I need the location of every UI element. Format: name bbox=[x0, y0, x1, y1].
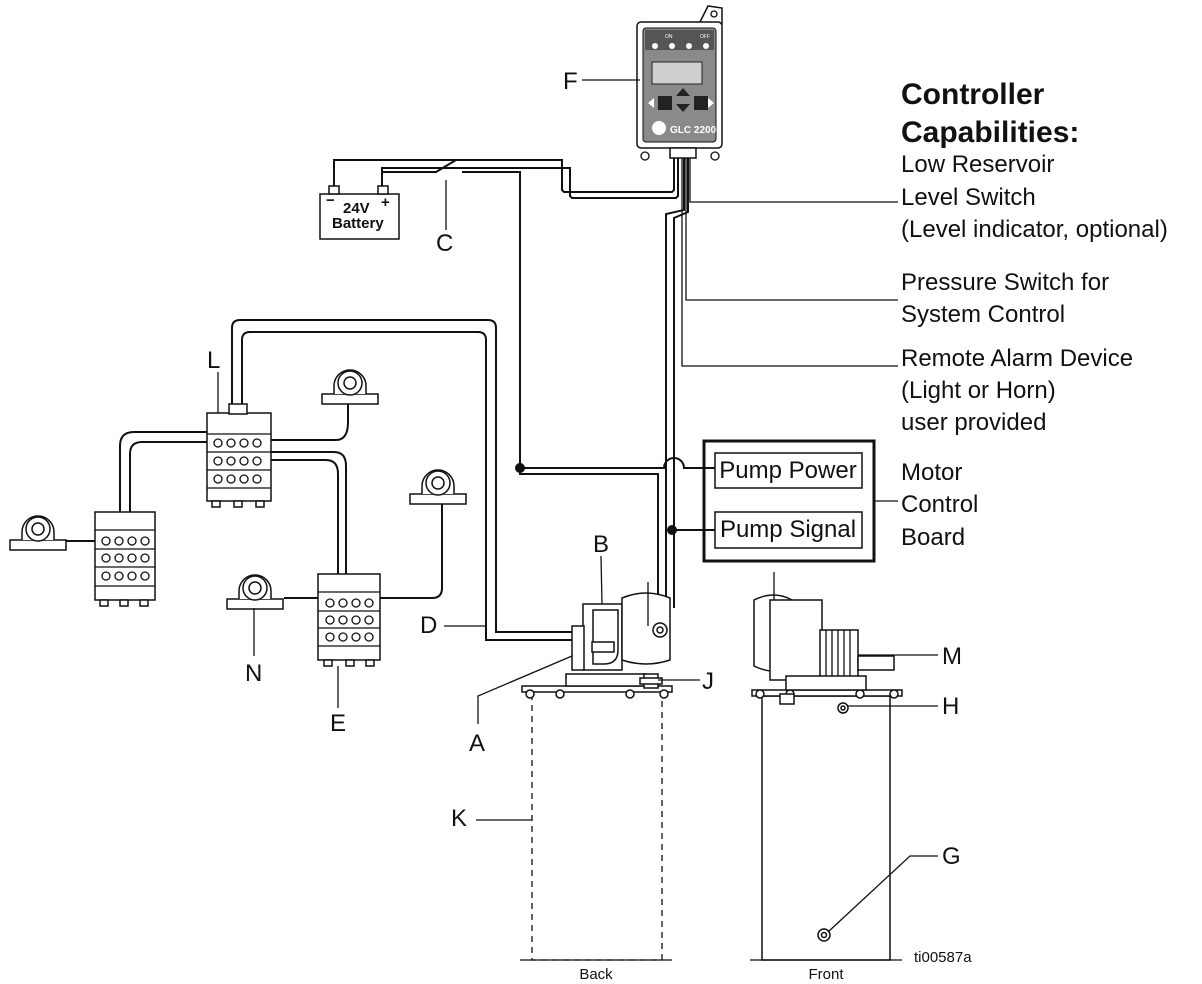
battery-24v: − + 24V Battery bbox=[319, 185, 400, 240]
label-c: C bbox=[436, 230, 453, 257]
capability-1-line-2: Level Switch bbox=[901, 184, 1036, 211]
view-label-front: Front bbox=[808, 966, 844, 983]
bearing-left bbox=[9, 515, 67, 551]
divider-valve-e bbox=[317, 573, 381, 667]
controller-key-enter bbox=[694, 96, 708, 110]
capability-3-line-3: user provided bbox=[901, 409, 1046, 436]
label-l: L bbox=[207, 347, 220, 374]
reservoir-back bbox=[531, 687, 663, 961]
label-k: K bbox=[451, 805, 467, 832]
power-switch-c bbox=[382, 159, 659, 608]
label-m: M bbox=[942, 643, 962, 670]
controller-capabilities: Controller Capabilities: Low Reservoir L… bbox=[901, 78, 1168, 436]
label-d: D bbox=[420, 612, 437, 639]
label-j: J bbox=[702, 668, 714, 695]
motor-control-board: Pump Power Pump Signal bbox=[515, 439, 898, 563]
battery-voltage: 24V bbox=[343, 200, 370, 217]
capability-2-line-2: System Control bbox=[901, 301, 1065, 328]
pump-power-box bbox=[714, 452, 863, 489]
capability-1-line-1: Low Reservoir bbox=[901, 151, 1054, 178]
battery-minus: − bbox=[326, 192, 335, 209]
capability-1-line-3: (Level indicator, optional) bbox=[901, 216, 1168, 243]
capabilities-heading-1: Controller bbox=[901, 78, 1045, 111]
label-b: B bbox=[593, 531, 609, 558]
capability-3-line-2: (Light or Horn) bbox=[901, 377, 1056, 404]
motor-board-title: Motor Control Board bbox=[901, 459, 978, 551]
divider-valve-left bbox=[66, 511, 156, 607]
controller-display bbox=[651, 61, 703, 85]
pump-power-label: Pump Power bbox=[719, 457, 856, 484]
pump-signal-label: Pump Signal bbox=[720, 516, 856, 543]
label-a: A bbox=[469, 730, 485, 757]
pump-front bbox=[750, 572, 903, 961]
bearing-right bbox=[409, 469, 467, 505]
capability-2-line-1: Pressure Switch for bbox=[901, 269, 1109, 296]
motor-board-title-1: Motor bbox=[901, 459, 962, 486]
motor-board-title-2: Control bbox=[901, 491, 978, 518]
callout-leaders bbox=[217, 79, 938, 933]
label-e: E bbox=[330, 710, 346, 737]
controller-key-cancel bbox=[658, 96, 672, 110]
figure-id: ti00587a bbox=[914, 949, 972, 966]
bearing-top bbox=[321, 369, 379, 405]
controller-key-up bbox=[676, 88, 690, 96]
battery-plus: + bbox=[381, 194, 390, 211]
controller-cables bbox=[333, 158, 898, 608]
letter-labels: F C L B D N E A J K M H G bbox=[207, 68, 962, 870]
junction-dot bbox=[667, 525, 677, 535]
controller-on-text: ON bbox=[665, 34, 673, 40]
label-f: F bbox=[563, 68, 578, 95]
label-h: H bbox=[942, 693, 959, 720]
lubrication-lines bbox=[119, 319, 572, 641]
reservoir-front bbox=[761, 695, 891, 961]
divider-valve-l bbox=[206, 403, 272, 508]
battery-name: Battery bbox=[332, 215, 384, 232]
pump-back bbox=[520, 582, 673, 961]
controller-off-text: OFF bbox=[700, 34, 710, 40]
controller-key-down bbox=[676, 104, 690, 112]
label-n: N bbox=[245, 660, 262, 687]
graco-logo-icon bbox=[652, 121, 666, 135]
capabilities-heading-2: Capabilities: bbox=[901, 116, 1079, 149]
motor-board-title-3: Board bbox=[901, 524, 965, 551]
view-label-back: Back bbox=[579, 966, 613, 983]
bearing-n bbox=[226, 574, 284, 610]
capability-3-line-1: Remote Alarm Device bbox=[901, 345, 1133, 372]
controller-glc2200: ON OFF GLC 2200 bbox=[636, 5, 723, 161]
controller-model: GLC 2200 bbox=[670, 125, 717, 136]
pump-signal-box bbox=[714, 511, 863, 549]
junction-dot bbox=[515, 463, 525, 473]
label-g: G bbox=[942, 843, 961, 870]
